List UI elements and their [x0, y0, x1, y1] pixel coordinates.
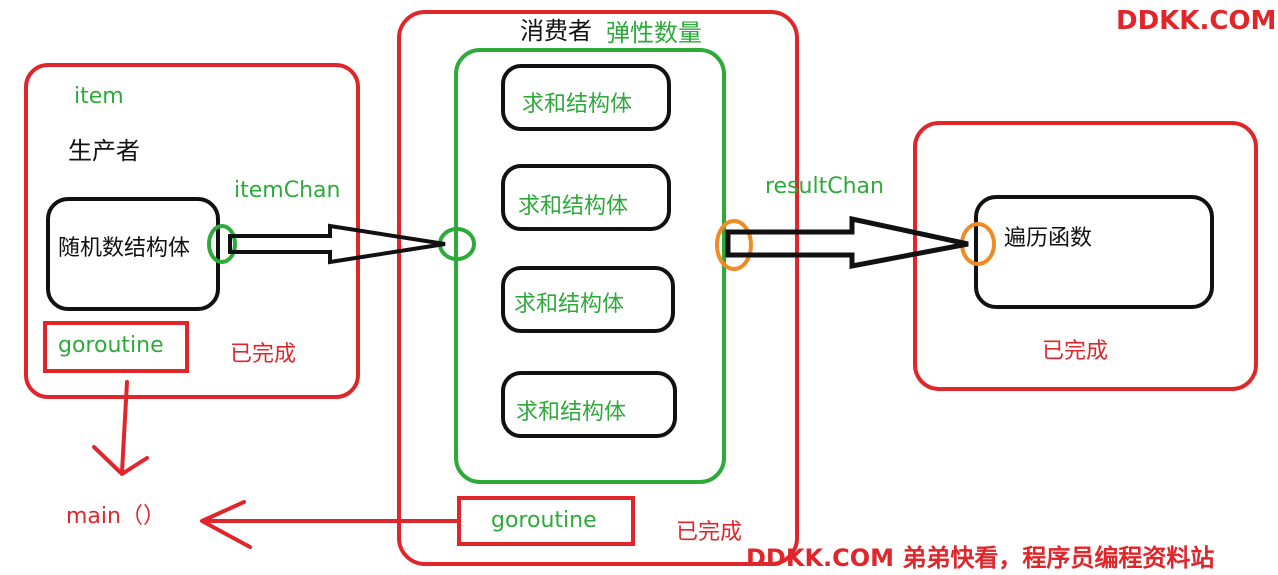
item-chan-out-port-icon: [207, 224, 237, 264]
worker-box-3: [501, 266, 675, 333]
random-struct-label: 随机数结构体: [58, 236, 191, 261]
worker-box-2: [501, 164, 671, 231]
producer-goroutine-label: goroutine: [58, 333, 164, 358]
consumer-status: 已完成: [676, 520, 743, 545]
producer-to-main-arrow: [120, 380, 129, 474]
random-struct-box: [46, 197, 220, 311]
result-status: 已完成: [1042, 339, 1109, 364]
consumer-title: 消费者: [520, 17, 592, 45]
item-chan-arrow: [228, 223, 446, 265]
result-chan-label: resultChan: [765, 174, 884, 199]
watermark-bottom: DDKK.COM 弟弟快看，程序员编程资料站: [746, 544, 1215, 572]
item-chan-label: itemChan: [234, 178, 341, 203]
producer-status: 已完成: [230, 342, 297, 367]
worker-label-4: 求和结构体: [516, 400, 627, 425]
result-chan-out-port-icon: [715, 219, 753, 271]
worker-label-3: 求和结构体: [514, 292, 625, 317]
iterate-func-box: [974, 195, 1214, 309]
worker-label-1: 求和结构体: [522, 92, 633, 117]
consumer-box: [397, 10, 799, 566]
worker-box-1: [501, 64, 671, 131]
item-label: item: [74, 84, 124, 109]
worker-label-2: 求和结构体: [518, 194, 629, 219]
consumer-goroutine-box: [457, 496, 635, 546]
result-chan-arrow: [725, 215, 969, 270]
iterate-func-label: 遍历函数: [1004, 226, 1093, 251]
consumer-subtitle: 弹性数量: [606, 19, 702, 47]
main-label: main（）: [66, 504, 165, 529]
watermark-top: DDKK.COM: [1116, 6, 1277, 36]
producer-title: 生产者: [68, 137, 140, 165]
consumer-to-main-arrowhead: [200, 500, 252, 549]
producer-to-main-arrowhead: [92, 445, 149, 476]
worker-box-4: [501, 371, 677, 438]
consumer-goroutine-label: goroutine: [491, 508, 597, 533]
producer-goroutine-box: [43, 321, 189, 373]
